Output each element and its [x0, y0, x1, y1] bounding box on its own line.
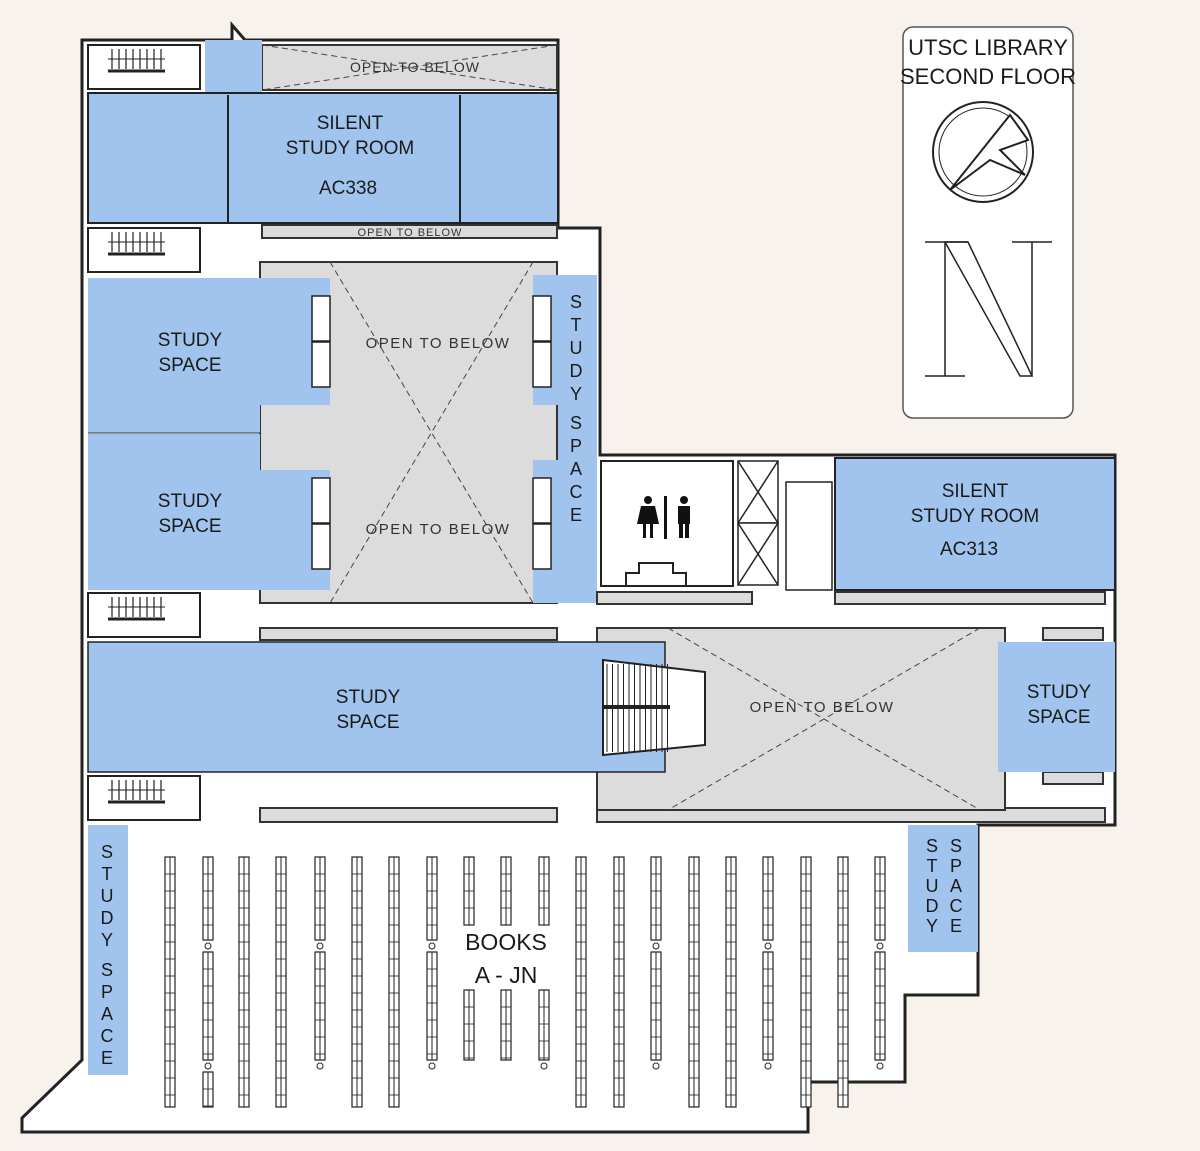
- vertical-label-letter: D: [926, 896, 939, 916]
- stairwell: [87, 44, 201, 90]
- vertical-label-letter: E: [950, 916, 962, 936]
- vertical-label-letter: S: [101, 960, 113, 980]
- open-to-below-strip: OPEN TO BELOW: [261, 224, 558, 239]
- column-marker: [540, 1062, 548, 1070]
- room-label: SPACE: [1027, 707, 1090, 728]
- vertical-label-letter: T: [927, 856, 938, 876]
- vertical-label-letter: U: [101, 886, 114, 906]
- vertical-label-letter: S: [926, 836, 938, 856]
- open-label: OPEN TO BELOW: [366, 335, 511, 352]
- restrooms[interactable]: [600, 460, 734, 587]
- room-label: SPACE: [158, 355, 221, 376]
- restroom-icon: [637, 496, 690, 539]
- stairwell: [87, 592, 201, 638]
- open-label: OPEN TO BELOW: [350, 59, 480, 75]
- room-study-space-2[interactable]: STUDY SPACE: [88, 434, 330, 590]
- column-marker: [428, 942, 436, 950]
- vertical-label-letter: T: [571, 315, 582, 335]
- books-section-label: BOOKS A - JN: [465, 929, 547, 988]
- room-label: SPACE: [158, 516, 221, 537]
- column-marker: [204, 942, 212, 950]
- bookshelves: [164, 856, 886, 1108]
- vertical-label-letter: Y: [101, 930, 113, 950]
- vertical-label-letter: C: [101, 1026, 114, 1046]
- column-marker: [652, 1062, 660, 1070]
- vertical-label-letter: U: [926, 876, 939, 896]
- room-study-space-4[interactable]: STUDY SPACE: [998, 642, 1115, 772]
- vertical-label-letter: C: [950, 896, 963, 916]
- room-label: STUDY: [158, 491, 223, 512]
- room-study-space-east[interactable]: STUDY SPACE: [908, 825, 978, 952]
- vertical-label-letter: A: [570, 459, 582, 479]
- utsc-logo-icon: [932, 101, 1034, 203]
- room-label: SPACE: [336, 712, 399, 733]
- vertical-label-letter: E: [101, 1048, 113, 1068]
- vertical-label-letter: A: [950, 876, 962, 896]
- room-study-space-3[interactable]: STUDY SPACE: [87, 641, 666, 773]
- staircase-icon: [602, 658, 706, 757]
- room-label: STUDY: [1027, 682, 1092, 703]
- room-label: STUDY ROOM: [286, 138, 414, 159]
- books-range: A - JN: [475, 962, 538, 988]
- room-silent-study-ac338[interactable]: SILENT STUDY ROOM AC338: [87, 40, 559, 224]
- vertical-label-letter: A: [101, 1004, 113, 1024]
- room-label: STUDY: [158, 330, 223, 351]
- open-label: OPEN TO BELOW: [750, 699, 895, 716]
- stairwell: [87, 775, 201, 821]
- column-marker: [764, 942, 772, 950]
- open-label: OPEN TO BELOW: [358, 227, 463, 239]
- stairwells: [87, 44, 201, 821]
- room-code: AC313: [940, 539, 998, 560]
- column-marker: [428, 1062, 436, 1070]
- room-label: STUDY ROOM: [911, 506, 1039, 527]
- room-silent-study-ac313[interactable]: SILENT STUDY ROOM AC313: [834, 457, 1116, 591]
- column-marker: [876, 1062, 884, 1070]
- vertical-label-letter: T: [102, 864, 113, 884]
- vertical-label-letter: P: [101, 982, 113, 1002]
- room-label: SILENT: [942, 481, 1009, 502]
- north-arrow-icon: N: [925, 241, 1052, 377]
- vertical-label-letter: S: [101, 842, 113, 862]
- vertical-label-letter: E: [570, 505, 582, 525]
- map-legend-card: UTSC LIBRARY SECOND FLOOR N: [900, 26, 1076, 419]
- stairwell: [87, 227, 201, 273]
- open-to-below-top: OPEN TO BELOW: [261, 44, 558, 91]
- room-label: SILENT: [317, 113, 384, 134]
- column-marker: [316, 1062, 324, 1070]
- vertical-label-letter: U: [570, 338, 583, 358]
- vertical-label-letter: S: [570, 413, 582, 433]
- room-label: STUDY: [336, 687, 401, 708]
- vertical-label-letter: Y: [926, 916, 938, 936]
- elevators: [737, 460, 833, 591]
- column-marker: [764, 1062, 772, 1070]
- vertical-label-letter: C: [570, 482, 583, 502]
- vertical-label-letter: S: [950, 836, 962, 856]
- column-marker: [316, 942, 324, 950]
- books-label: BOOKS: [465, 929, 547, 955]
- vertical-label-letter: Y: [570, 384, 582, 404]
- map-title: UTSC LIBRARY: [908, 35, 1068, 60]
- corridor-strips: [259, 591, 1106, 823]
- vertical-label-letter: S: [570, 292, 582, 312]
- map-subtitle: SECOND FLOOR: [900, 64, 1076, 89]
- vertical-label-letter: P: [570, 436, 582, 456]
- column-marker: [204, 1062, 212, 1070]
- vertical-label-letter: D: [570, 361, 583, 381]
- vertical-label-letter: P: [950, 856, 962, 876]
- room-code: AC338: [319, 178, 377, 199]
- vertical-label-letter: D: [101, 908, 114, 928]
- open-label: OPEN TO BELOW: [366, 521, 511, 538]
- column-marker: [652, 942, 660, 950]
- column-marker: [876, 942, 884, 950]
